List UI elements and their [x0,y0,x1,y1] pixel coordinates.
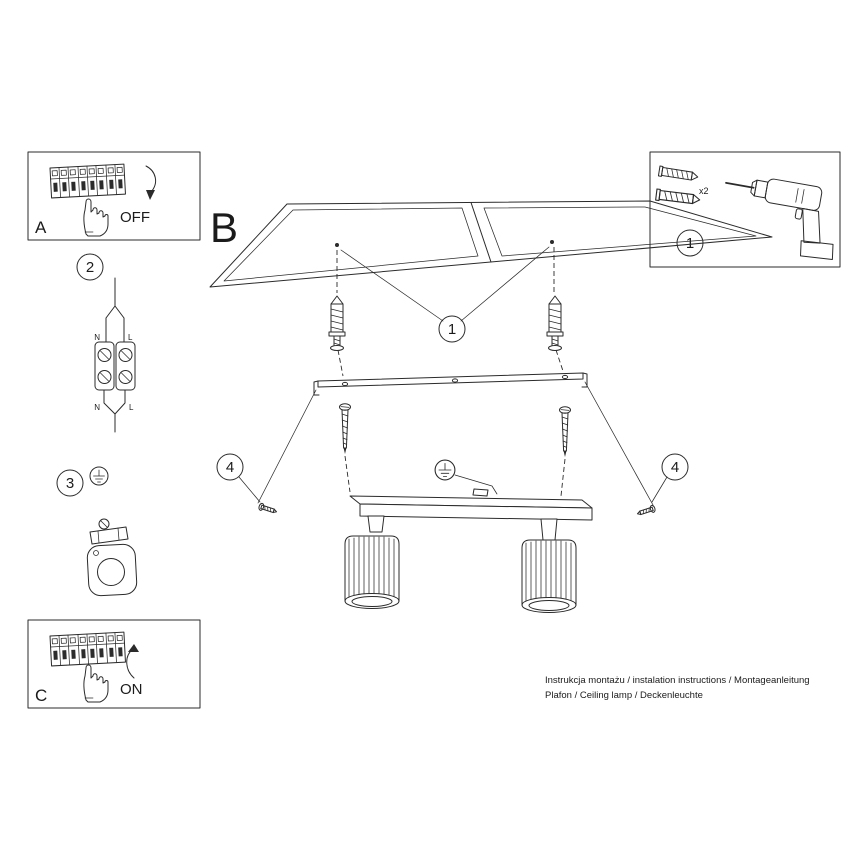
switch-off-arrow-icon [145,165,157,200]
step-2-wiring: 2 N L N L [76,253,136,433]
wire-l-label-top: L [128,333,133,342]
step-c-label: C [35,686,47,705]
switch-on-arrow-icon [126,644,139,679]
step-2-badge: 2 [76,253,104,281]
wire-n-label-bottom: N [94,403,100,412]
wall-plug-icon [657,165,700,183]
ceiling-lamp [344,488,593,613]
cable-clamp-icon [86,518,138,597]
step-4-callout-right: 4 [651,453,689,503]
ceiling-panels [209,200,773,288]
breaker-panel-icon [49,631,126,667]
wire-n-label-top: N [94,333,100,342]
ground-wire-callout [434,459,498,495]
wall-anchor-screw-icon [328,295,346,351]
lamp-neck-left [367,515,385,533]
footer-caption: Instrukcja montażu / instalation instruc… [545,675,810,701]
ground-symbol-icon [89,466,109,486]
wire-l-label-bottom: L [129,403,134,412]
breaker-panel-icon [49,163,126,199]
drill-hole-mark [550,240,554,244]
step-a-border [27,151,201,241]
step-1-number-main: 1 [448,321,456,338]
lamp-shade-right [521,539,577,613]
step-a-panel: A OFF [27,151,201,241]
step-3-grounding: 3 [56,466,138,597]
footer-line-1: Instrukcja montażu / instalation instruc… [545,675,810,686]
step-b-label: B [210,204,238,251]
drill-icon [725,178,834,260]
pointing-hand-icon [83,198,109,237]
mounting-screw-icon [339,403,351,455]
step-4-callout-left: 4 [216,453,261,503]
side-screw-icon [257,502,279,516]
pointing-hand-icon [83,664,109,703]
mounting-screw-icon [559,406,571,458]
step-4-number-left: 4 [226,459,234,476]
lamp-base-tab [472,488,489,497]
footer-line-2: Plafon / Ceiling lamp / Deckenleuchte [545,690,703,701]
lamp-base-front [359,503,593,521]
alignment-guide-line-left [257,389,317,504]
supply-cable-lines [105,277,125,343]
step-2-number: 2 [86,259,94,276]
ground-symbol-icon [434,459,456,481]
mounting-bracket [313,372,588,396]
alignment-dashed-lines [336,247,566,497]
drill-hole-mark [335,243,339,247]
x2-quantity-label: x2 [699,186,709,196]
on-label: ON [120,681,143,698]
step-3-number: 3 [66,475,74,492]
lamp-neck-right [540,518,558,541]
off-label: OFF [120,209,150,226]
step-a-label: A [35,218,47,237]
step-3-badge: 3 [56,469,84,497]
step-1-number: 1 [686,235,694,252]
step-1-border [649,151,841,268]
wall-plug-icon [655,188,701,206]
step-c-border [27,619,201,709]
terminal-block-icon [94,341,136,391]
step-4-number-right: 4 [671,459,679,476]
fixture-cable-lines [103,389,126,433]
lamp-shade-left [344,535,400,609]
step-1-callout: 1 [340,246,550,343]
side-screw-icon [635,504,657,518]
alignment-guide-line-right [584,381,654,506]
wall-anchor-screw-icon [546,295,564,351]
step-c-panel: C ON [27,619,201,709]
